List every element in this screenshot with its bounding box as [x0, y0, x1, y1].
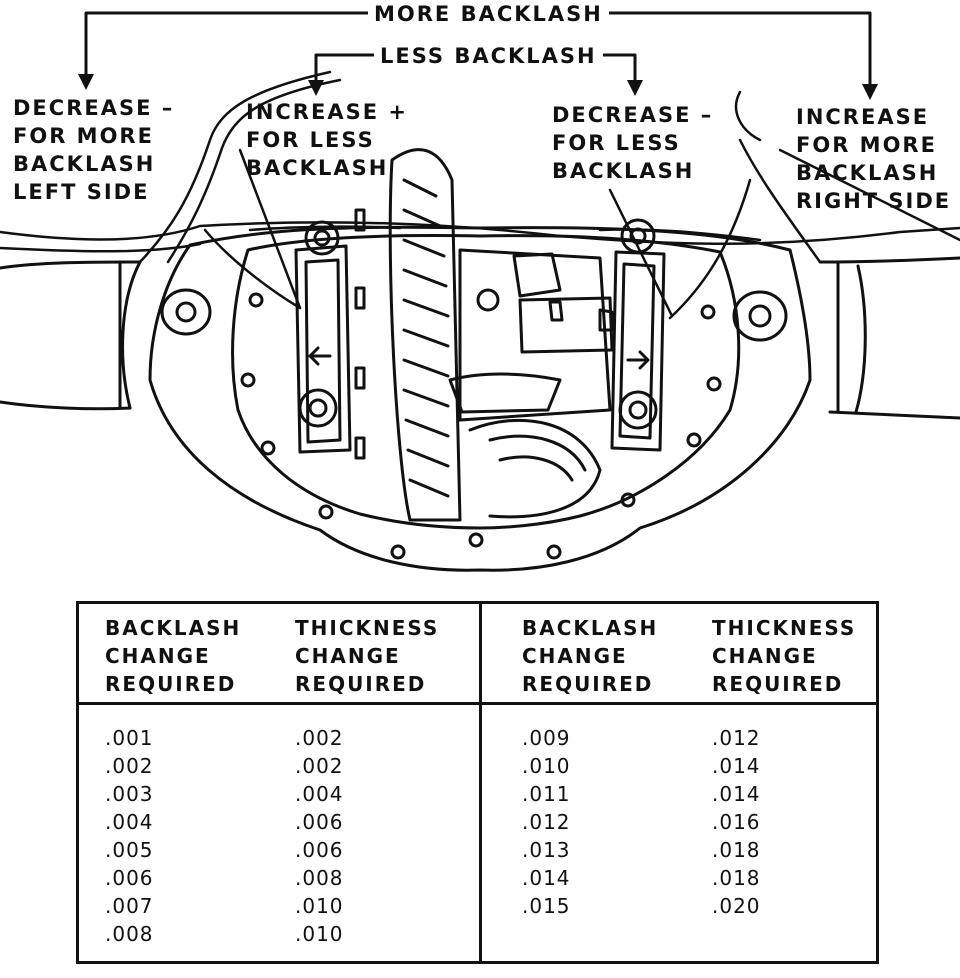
- table-cell: .001: [105, 726, 154, 750]
- header-thickness-change: THICKNESS CHANGE REQUIRED: [712, 616, 857, 696]
- backlash-values: .009 .010 .011 .012 .013 .014 .015: [522, 724, 571, 920]
- arrowheads: [78, 74, 878, 100]
- table-header: BACKLASH CHANGE REQUIRED THICKNESS CHANG…: [482, 604, 876, 705]
- decrease-left-label: DECREASE – FOR MORE BACKLASH LEFT SIDE: [13, 96, 175, 204]
- table-cell: .010: [295, 894, 344, 918]
- table-cell: .008: [105, 922, 154, 946]
- table-cell: .010: [295, 922, 344, 946]
- table-left-half: BACKLASH CHANGE REQUIRED THICKNESS CHANG…: [79, 604, 482, 961]
- table-header: BACKLASH CHANGE REQUIRED THICKNESS CHANG…: [79, 604, 479, 705]
- table-cell: .007: [105, 894, 154, 918]
- table-cell: .004: [295, 782, 344, 806]
- increase-left-label: INCREASE + FOR LESS BACKLASH: [246, 100, 408, 180]
- backlash-shim-table: BACKLASH CHANGE REQUIRED THICKNESS CHANG…: [76, 601, 879, 964]
- more-backlash-label: MORE BACKLASH: [368, 0, 609, 28]
- table-right-half: BACKLASH CHANGE REQUIRED THICKNESS CHANG…: [482, 604, 876, 961]
- table-cell: .010: [522, 754, 571, 778]
- table-cell: .006: [295, 810, 344, 834]
- table-cell: .006: [295, 838, 344, 862]
- thickness-values: .012 .014 .014 .016 .018 .018 .020: [712, 724, 761, 920]
- pointer-lines: [203, 148, 762, 320]
- table-cell: .014: [712, 754, 761, 778]
- table-cell: .016: [712, 810, 761, 834]
- differential-case: [448, 248, 614, 519]
- table-cell: .018: [712, 866, 761, 890]
- table-cell: .014: [522, 866, 571, 890]
- table-cell: .002: [295, 754, 344, 778]
- table-cell: .018: [712, 838, 761, 862]
- header-thickness-change: THICKNESS CHANGE REQUIRED: [295, 616, 440, 696]
- table-cell: .013: [522, 838, 571, 862]
- table-cell: .020: [712, 894, 761, 918]
- table-cell: .012: [712, 726, 761, 750]
- table-cell: .015: [522, 894, 571, 918]
- table-cell: .003: [105, 782, 154, 806]
- header-backlash-change: BACKLASH CHANGE REQUIRED: [105, 616, 242, 696]
- frame-lines: [0, 70, 960, 264]
- table-cell: .008: [295, 866, 344, 890]
- left-axle-tube: [0, 260, 212, 411]
- backlash-values: .001 .002 .003 .004 .005 .006 .007 .008: [105, 724, 154, 948]
- table-cell: .002: [295, 726, 344, 750]
- header-backlash-change: BACKLASH CHANGE REQUIRED: [522, 616, 659, 696]
- label-arrows: [84, 11, 872, 88]
- table-cell: .005: [105, 838, 154, 862]
- housing-cover: [148, 225, 812, 572]
- less-backlash-label: LESS BACKLASH: [374, 42, 603, 70]
- decrease-right-label: DECREASE – FOR LESS BACKLASH: [552, 103, 714, 183]
- table-cell: .009: [522, 726, 571, 750]
- right-axle-tube: [732, 256, 960, 420]
- table-cell: .006: [105, 866, 154, 890]
- left-bearing-cap: [294, 220, 352, 454]
- table-cell: .011: [522, 782, 571, 806]
- ring-gear: [354, 148, 462, 522]
- table-cell: .014: [712, 782, 761, 806]
- table-cell: .012: [522, 810, 571, 834]
- increase-right-label: INCREASE FOR MORE BACKLASH RIGHT SIDE: [796, 105, 952, 213]
- right-bearing-cap: [610, 218, 666, 452]
- table-cell: .002: [105, 754, 154, 778]
- thickness-values: .002 .002 .004 .006 .006 .008 .010 .010: [295, 724, 344, 948]
- table-cell: .004: [105, 810, 154, 834]
